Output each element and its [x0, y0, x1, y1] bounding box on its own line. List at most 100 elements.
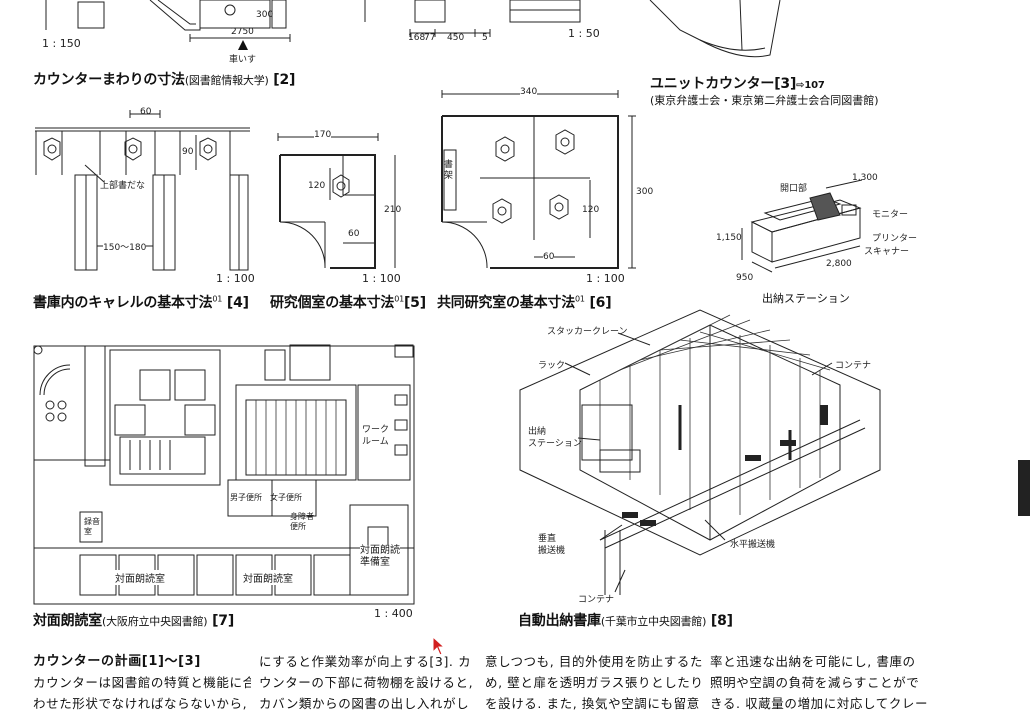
body-text-column-4: 率と迅速な出納を可能にし, 書庫の 照明や空調の負荷を減らすことがで きる. 収… [710, 651, 928, 714]
caption-title: 対面朗読室 [33, 613, 102, 629]
accessible-restroom-label: 身障者 便所 [290, 512, 314, 531]
dimension-label: 170 [314, 130, 332, 140]
dimension-label: 60 [140, 107, 152, 117]
womens-restroom-label: 女子便所 [270, 493, 302, 502]
counter-section-drawing [364, 0, 581, 37]
counter-plan-drawing [45, 0, 291, 50]
mens-restroom-label: 男子便所 [230, 493, 262, 502]
container-label: コンテナ [578, 595, 615, 605]
figure-caption-5: 研究個室の基本寸法01[5] [270, 292, 426, 312]
figure-caption-7: 対面朗読室(大阪府立中央図書館) [7] [33, 610, 234, 630]
dimension-label: 5 [482, 33, 488, 43]
shelf-label: 書架 [444, 160, 454, 181]
reading-room-label: 対面朗読室 [243, 570, 293, 585]
recording-room-label: 録音 室 [84, 517, 100, 536]
section-heading: カウンターの計画[1]～[3] [33, 654, 201, 669]
caption-source: (大阪府立中央図書館) [102, 615, 208, 628]
floor-plan-drawing [33, 344, 415, 605]
automated-storage-drawing [519, 309, 881, 595]
figure-caption-6: 共同研究室の基本寸法01 [6] [437, 292, 612, 312]
dimension-label: 168 [408, 33, 426, 43]
dimension-label: 120 [582, 205, 600, 215]
body-line: にすると作業効率が向上する[3]. カ [259, 654, 472, 669]
dimension-label: 300 [256, 10, 274, 20]
dimension-label: 210 [384, 205, 402, 215]
caption-title: 自動出納書庫 [518, 613, 601, 629]
figure-caption-3: ユニットカウンター[3]⇨107 [650, 73, 825, 93]
study-room-drawing [277, 133, 396, 269]
dimension-label: 150～180 [103, 240, 147, 253]
prep-room-label: 対面朗読 準備室 [360, 545, 400, 569]
body-line: 照明や空調の負荷を減らすことがで [710, 675, 920, 690]
caption-source: (図書館情報大学) [184, 74, 269, 87]
dimension-label: 90 [182, 147, 194, 157]
figure-number: [7] [212, 613, 235, 629]
mouse-cursor-icon [432, 635, 446, 656]
vertical-conveyor-label: 垂直 搬送機 [538, 534, 566, 556]
figure-caption-8: 自動出納書庫(千葉市立中央図書館) [8] [518, 610, 733, 630]
scale-label: 1 : 100 [586, 272, 625, 285]
dimension-label: 2,800 [826, 259, 852, 269]
scale-label: 1 : 150 [42, 37, 81, 50]
scale-label: 1 : 50 [568, 27, 600, 40]
figure-caption-4: 書庫内のキャレルの基本寸法01 [4] [33, 292, 249, 312]
reference-mark: 01 [394, 294, 404, 304]
body-line: 率と迅速な出納を可能にし, 書庫の [710, 654, 916, 669]
opening-label: 開口部 [780, 184, 808, 194]
body-line: 意しつつも, 目的外使用を防止するた [485, 654, 703, 669]
body-text-column-2: にすると作業効率が向上する[3]. カ ウンターの下部に荷物棚を設けると, カバ… [259, 651, 477, 714]
figure-number: [5] [403, 295, 426, 311]
figure-caption-2: カウンターまわりの寸法(図書館情報大学) [2] [33, 69, 295, 89]
body-line: きる. 収蔵量の増加に対応してクレー [710, 696, 928, 711]
dimension-label: 77 [424, 33, 436, 43]
figure-number: [4] [226, 295, 249, 311]
figure-number: [8] [710, 613, 733, 629]
caption-source: (千葉市立中央図書館) [600, 615, 707, 628]
scale-label: 1 : 100 [216, 272, 255, 285]
dimension-label: 300 [636, 187, 654, 197]
figure-number: [2] [273, 72, 296, 88]
reading-room-label: 対面朗読室 [115, 570, 165, 585]
station-drawing [741, 179, 863, 273]
body-line: を設ける. また, 換気や空調にも留意 [485, 696, 700, 711]
work-room-label: ワーク ルーム [362, 425, 390, 447]
body-line: カバン類からの図書の出し入れがし [259, 696, 470, 711]
dimension-label: 2750 [231, 27, 254, 37]
dimension-label: 450 [447, 33, 465, 43]
reference-mark: 01 [212, 294, 223, 304]
container-label: コンテナ [835, 361, 872, 371]
carrel-drawing [35, 110, 250, 271]
caption-title: 共同研究室の基本寸法 [437, 295, 575, 311]
upper-shelf-label: 上部書だな [100, 181, 146, 191]
shared-study-room-drawing [441, 90, 636, 269]
scale-label: 1 : 400 [374, 607, 413, 620]
page-edge-tab[interactable] [1018, 460, 1030, 516]
dimension-label: 60 [543, 252, 555, 262]
printer-label: プリンター [872, 234, 918, 244]
caption-title: カウンターまわりの寸法 [33, 72, 185, 88]
body-line: ウンターの下部に荷物棚を設けると, [259, 675, 474, 690]
dimension-label: 1,150 [716, 233, 742, 243]
dimension-label: 120 [308, 181, 326, 191]
dimension-label: 340 [520, 87, 538, 97]
stacker-crane-label: スタッカークレーン [547, 327, 628, 337]
station-label: 出納ステーション [762, 292, 850, 305]
unit-counter-drawing [649, 0, 781, 58]
station-label: 出納 ステーション [528, 427, 582, 449]
wheelchair-label: 車いす [229, 55, 257, 65]
scale-label: 1 : 100 [362, 272, 401, 285]
rack-label: ラック [538, 361, 566, 371]
body-text-column-3: 意しつつも, 目的外使用を防止するた め, 壁と扉を透明ガラス張りとしたり窓 を… [485, 651, 703, 714]
reference-mark: 01 [575, 294, 585, 304]
page-reference: ⇨107 [796, 80, 825, 91]
body-line: カウンターは図書館の特質と機能に合 [33, 675, 251, 690]
body-text-column-1: カウンターの計画[1]～[3] カウンターは図書館の特質と機能に合 わせた形状で… [33, 651, 251, 714]
monitor-label: モニター [872, 210, 909, 220]
caption-title: 研究個室の基本寸法 [270, 295, 395, 311]
dimension-label: 950 [736, 273, 754, 283]
scanner-label: スキャナー [864, 247, 910, 257]
horizontal-conveyor-label: 水平搬送機 [730, 540, 776, 550]
caption-title: 書庫内のキャレルの基本寸法 [33, 295, 213, 311]
caption-source: (東京弁護士会・東京第二弁護士会合同図書館) [650, 94, 879, 107]
